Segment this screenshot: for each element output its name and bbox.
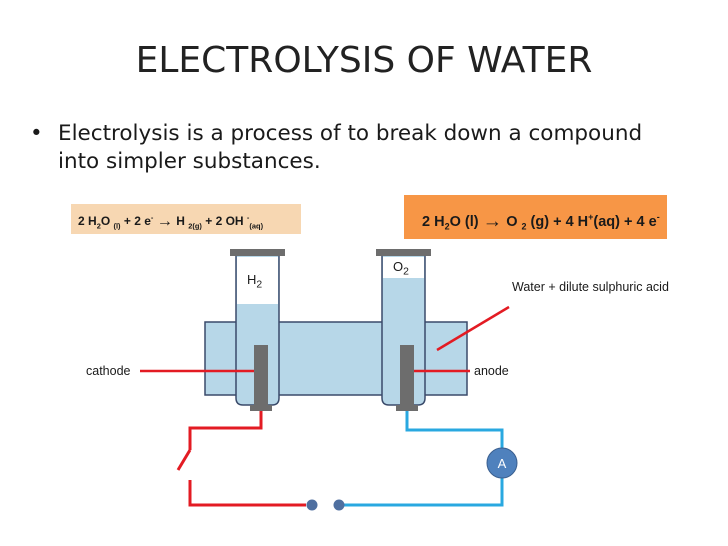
anode-equation: 2 H2O (l) → O 2 (g) + 4 H+(aq) + 4 e- [404, 195, 667, 239]
anode-eq-sub: 2 [444, 221, 450, 232]
cathode-eq-charge: - [246, 213, 250, 222]
cathode-eq-part: O [100, 214, 114, 228]
reaction-arrow-icon: → [156, 212, 173, 230]
anode-eq-part: O [449, 213, 465, 230]
anode-eq-part: + 4 e [620, 213, 657, 230]
switch-contact-right [333, 499, 345, 511]
cathode-eq-state: (g) [192, 221, 202, 231]
oxygen-tube-cap [376, 249, 431, 256]
cathode-eq-sub: 2 [96, 221, 101, 231]
water-pointer-line [436, 305, 510, 352]
anode-base [396, 405, 418, 411]
hydrogen-label: H2 [247, 272, 262, 291]
anode-eq-charge: + [588, 212, 594, 222]
anode-wire [405, 411, 504, 448]
oxygen-gas-space [383, 257, 424, 278]
water-label: Water + dilute sulphuric acid [512, 280, 669, 294]
hydrogen-tube-cap [230, 249, 285, 256]
anode-electrode [400, 345, 414, 407]
bullet-symbol: • [30, 121, 43, 146]
cathode-eq-part: H [172, 214, 189, 228]
oxygen-label: O2 [393, 259, 409, 278]
oxygen-subscript: 2 [403, 266, 409, 278]
switch-contact-left [306, 499, 318, 511]
cathode-eq-charge: - [150, 213, 154, 222]
bullet-text: Electrolysis is a process of to break do… [58, 121, 643, 174]
hydrogen-gas-space [237, 257, 278, 304]
cathode-eq-state: (aq) [249, 221, 264, 231]
hydrogen-symbol: H [247, 272, 257, 287]
cathode-eq-state: (l) [113, 221, 121, 231]
cathode-label: cathode [86, 364, 131, 378]
anode-eq-part: O [502, 213, 522, 230]
anode-label: anode [474, 364, 509, 378]
anode-eq-state: (aq) [593, 213, 620, 230]
switch-lever [176, 449, 192, 471]
cathode-electrode [254, 345, 268, 407]
cathode-wire [188, 411, 263, 450]
cathode-base [250, 405, 272, 411]
anode-eq-part: + 4 H [549, 213, 589, 230]
cathode-eq-part: + 2 e [120, 214, 151, 228]
ammeter-icon [486, 447, 518, 479]
cathode-eq-part: + 2 OH [201, 214, 247, 228]
anode-eq-state: (g) [526, 213, 550, 230]
oxygen-symbol: O [393, 259, 404, 274]
ammeter-label: A [498, 456, 507, 471]
cathode-equation: 2 H2O (l) + 2 e- → H 2(g) + 2 OH -(aq) [71, 204, 301, 234]
cathode-eq-sub: 2 [188, 221, 193, 231]
bullet-point: • Electrolysis is a process of to break … [30, 120, 690, 176]
slide-title: ELECTROLYSIS OF WATER [135, 40, 593, 81]
anode-eq-state: (l) [464, 213, 479, 230]
anode-return-wire [344, 478, 504, 507]
anode-eq-charge: - [656, 212, 660, 222]
cathode-return-wire [188, 480, 306, 507]
reaction-arrow-icon: → [482, 209, 503, 232]
hydrogen-subscript: 2 [256, 279, 263, 291]
cathode-eq-part: 2 H [78, 214, 97, 228]
anode-eq-sub: 2 [521, 221, 527, 232]
anode-eq-part: 2 H [422, 213, 445, 230]
